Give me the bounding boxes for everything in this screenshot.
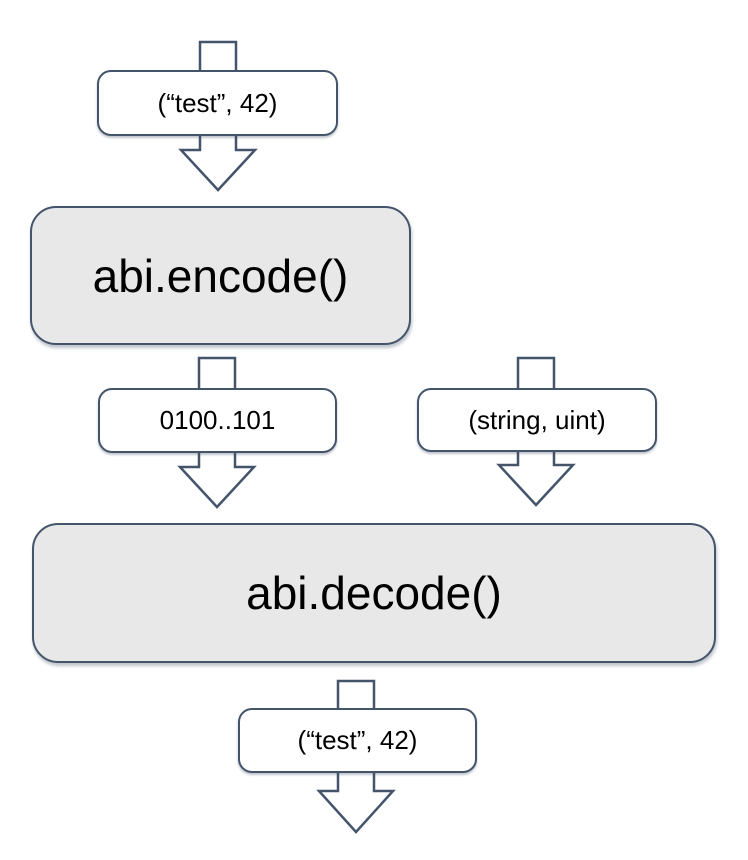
node-abi-decode: abi.decode() (32, 523, 716, 663)
node-output-tuple: (“test”, 42) (238, 708, 477, 773)
node-abi-encode: abi.encode() (30, 206, 411, 345)
node-abi-decode-label: abi.decode() (246, 567, 502, 619)
node-encoded-bytes: 0100..101 (98, 388, 337, 453)
node-type-tuple-label: (string, uint) (468, 404, 606, 435)
node-input-tuple: (“test”, 42) (97, 70, 338, 136)
node-abi-encode-label: abi.encode() (92, 249, 349, 302)
node-type-tuple: (string, uint) (417, 388, 657, 452)
node-output-tuple-label: (“test”, 42) (297, 725, 418, 755)
node-input-tuple-label: (“test”, 42) (157, 87, 278, 118)
node-encoded-bytes-label: 0100..101 (159, 405, 276, 435)
